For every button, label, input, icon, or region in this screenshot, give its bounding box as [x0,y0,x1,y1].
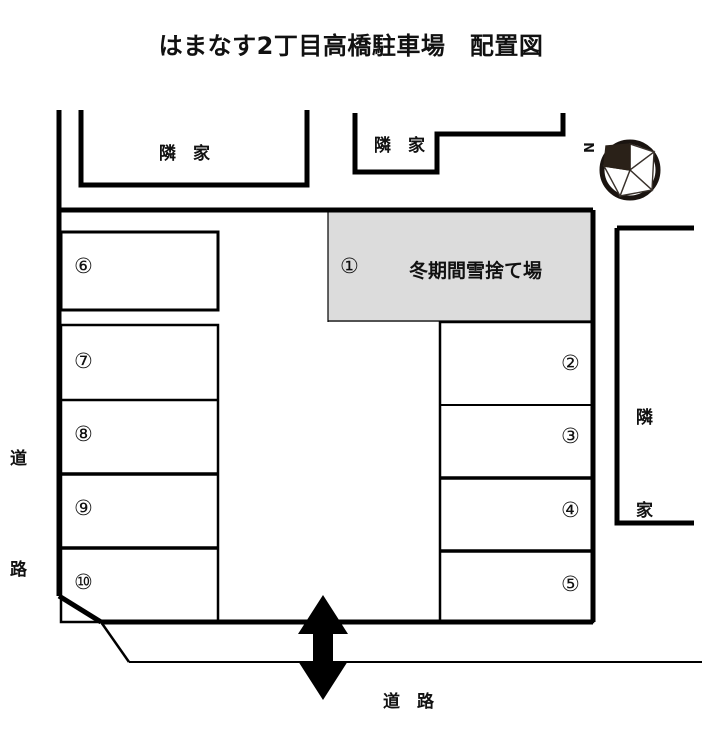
neighbor-house-top-right-label: 隣 家 [374,136,425,156]
neighbor-house-right-label-line2: 家 [636,501,653,521]
lot-boundary-corner-cut [57,593,103,625]
road-south-label: 道 路 [383,692,434,712]
stall-number-4[interactable]: ④ [561,498,580,522]
neighbor-house-right-label: 隣 家 [636,341,660,589]
neighbor-house-right-outline [614,228,694,526]
stall-number-2[interactable]: ② [561,351,580,375]
stall-number-5[interactable]: ⑤ [561,572,580,596]
page-title: はまなす2丁目高橋駐車場 配置図 [158,32,544,60]
neighbor-house-top-left-outline [78,110,310,188]
stall-block-right [438,320,595,624]
stall-box-6[interactable] [59,230,220,312]
stall-number-7[interactable]: ⑦ [74,349,93,373]
compass-rose-icon [599,139,661,201]
road-west-label: 道 路 [10,367,34,663]
stall-number-3[interactable]: ③ [561,424,580,448]
stall-number-10[interactable]: ⑩ [74,570,93,594]
double-arrow-vertical-icon [298,595,348,700]
snow-area-fill [328,212,591,322]
road-west-label-line1: 道 [10,449,27,469]
neighbor-house-top-left-label: 隣 家 [159,144,210,164]
neighbor-house-right-label-line1: 隣 [636,408,653,428]
stall-number-6[interactable]: ⑥ [74,254,93,278]
road-west-label-line2: 路 [10,560,27,580]
stall-number-9[interactable]: ⑨ [74,496,93,520]
compass-north-label: N [582,142,598,153]
stall-number-8[interactable]: ⑧ [74,422,93,446]
snow-area-label: 冬期間雪捨て場 [409,260,543,282]
road-south-corner-cut [99,621,131,663]
neighbor-house-top-right-outline [352,113,566,175]
snow-area-number: ① [340,254,359,278]
